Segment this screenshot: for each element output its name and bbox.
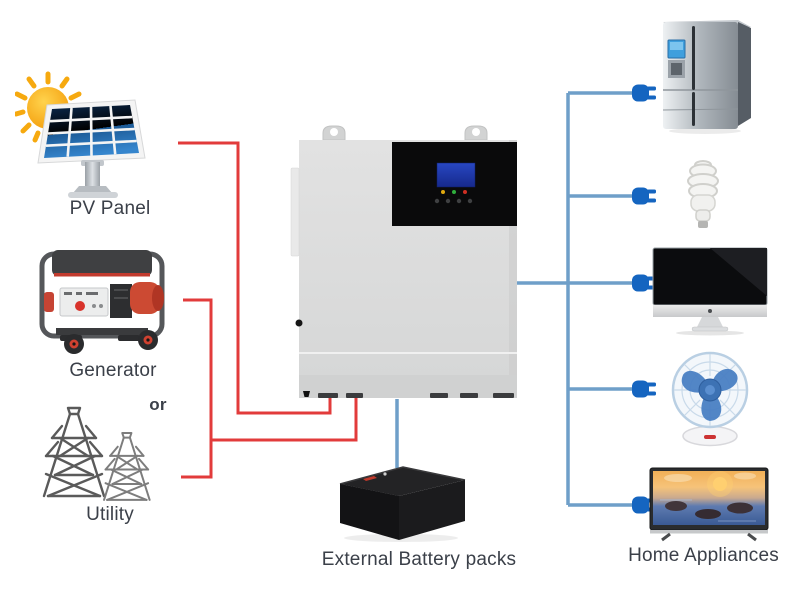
bottom-ports [303, 391, 514, 398]
panel-buttons [434, 198, 473, 204]
pv-panel-label: PV Panel [69, 198, 151, 219]
fridge-display [667, 39, 686, 78]
utility-towers-icon [38, 402, 173, 512]
generator-control-panel [59, 287, 109, 317]
desk-fan-icon [660, 346, 760, 455]
generator-to-junction-line [181, 298, 213, 479]
side-knob [295, 319, 303, 327]
battery-pack-icon [333, 455, 473, 550]
battery-label: External Battery packs [321, 549, 517, 570]
load-lines [395, 91, 634, 507]
mounting-ears [322, 125, 488, 141]
battery-terminal [363, 476, 377, 481]
generator-label: Generator [69, 360, 157, 381]
plug-icons [632, 84, 656, 514]
refrigerator-icon [660, 14, 755, 144]
appliances-label: Home Appliances [628, 545, 779, 566]
power-plug-icon [632, 84, 656, 102]
sun-and-solar-panel-icon [13, 60, 165, 205]
inverter-icon [283, 120, 519, 407]
or-label: or [149, 395, 167, 414]
generator-wheels [64, 330, 158, 354]
lcd-screen [436, 162, 476, 188]
junction-to-inverter-line [211, 398, 358, 442]
generator-icon [30, 240, 170, 363]
tv-icon [648, 464, 772, 549]
led-indicators [441, 190, 467, 194]
utility-label: Utility [86, 504, 134, 525]
power-plug-icon [632, 380, 656, 398]
monitor-icon [650, 244, 770, 341]
power-plug-icon [632, 187, 656, 205]
pv-to-inverter-line [178, 141, 332, 415]
cfl-bulb-icon [684, 156, 726, 237]
display-panel [392, 142, 517, 226]
source-lines [178, 141, 358, 479]
solar-panel [37, 99, 146, 198]
